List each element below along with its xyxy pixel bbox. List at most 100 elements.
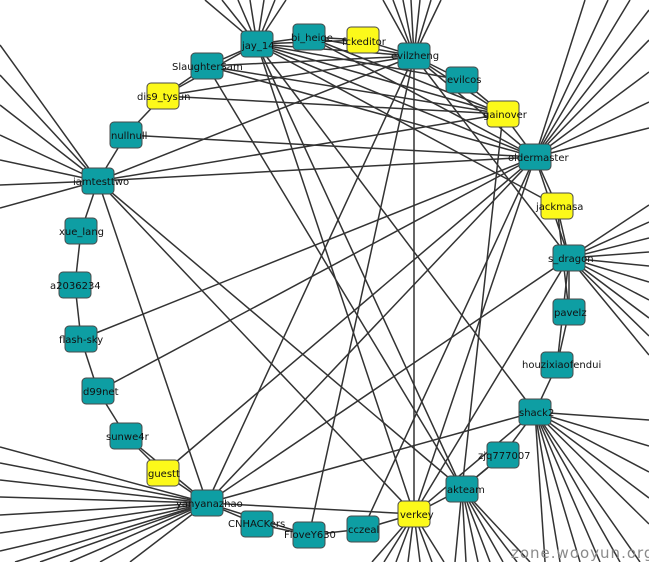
- node-label: verkey: [400, 510, 434, 521]
- node-shack2[interactable]: shack2: [518, 398, 554, 426]
- edge-oldermaster-external: [534, 39, 649, 158]
- node-box[interactable]: [109, 422, 143, 450]
- node-box[interactable]: [518, 398, 552, 426]
- node-box[interactable]: [64, 217, 98, 245]
- node-houzixiaofendui[interactable]: houzixiaofendui: [522, 351, 601, 379]
- node-box[interactable]: [58, 271, 92, 299]
- node-box[interactable]: [445, 66, 479, 94]
- node-gainover[interactable]: gainover: [483, 100, 528, 128]
- node-box[interactable]: [540, 351, 574, 379]
- node-CNHACKers[interactable]: CNHACKers: [228, 510, 285, 538]
- edge-yanyanazhao-external: [0, 446, 208, 504]
- edge-shack2-external: [534, 411, 561, 562]
- node-box[interactable]: [292, 521, 326, 549]
- edge-iamtesttwo-gainover: [97, 113, 504, 182]
- node-label: zjq777007: [478, 451, 531, 462]
- node-oldermaster[interactable]: oldermaster: [508, 143, 569, 171]
- node-box[interactable]: [445, 475, 479, 503]
- node-fckeditor[interactable]: fckeditor: [342, 26, 387, 54]
- edge-SlaughterSam-akteam: [206, 65, 463, 490]
- edge-yanyanazhao-external: [69, 502, 208, 562]
- node-label: a2036234: [50, 281, 101, 292]
- node-label: sunwe4r: [106, 432, 150, 443]
- edge-oldermaster-external: [534, 0, 631, 158]
- node-box[interactable]: [292, 23, 326, 51]
- edge-evilzheng-yanyanazhao: [206, 55, 415, 504]
- node-box[interactable]: [109, 121, 143, 149]
- node-label: jackmasa: [535, 202, 583, 213]
- edge-yanyanazhao-external: [0, 502, 208, 534]
- node-evilcos[interactable]: evilcos: [445, 66, 481, 94]
- node-box[interactable]: [486, 100, 520, 128]
- edge-SlaughterSam-oldermaster: [206, 65, 536, 158]
- node-jackmasa[interactable]: jackmasa: [535, 192, 583, 220]
- edge-yanyanazhao-external: [99, 502, 208, 562]
- node-verkey[interactable]: verkey: [397, 500, 434, 528]
- edge-bi_heige-gainover: [308, 36, 504, 115]
- edge-oldermaster-d99net: [97, 156, 536, 392]
- node-sunwear[interactable]: sunwe4r: [106, 422, 150, 450]
- edge-shack2-external: [534, 411, 546, 562]
- node-box[interactable]: [486, 441, 520, 469]
- edge-shack2-external: [534, 411, 649, 499]
- node-box[interactable]: [146, 459, 180, 487]
- edge-jay_14-shack2: [256, 43, 536, 413]
- edge-evilzheng-iamtesttwo: [97, 55, 415, 182]
- node-box[interactable]: [64, 325, 98, 353]
- node-box[interactable]: [81, 167, 115, 195]
- node-label: gainover: [483, 110, 528, 121]
- node-label: d99net: [83, 387, 119, 398]
- edge-nullnull-oldermaster: [125, 134, 536, 158]
- edge-jay_14-oldermaster: [256, 43, 536, 158]
- node-box[interactable]: [397, 42, 431, 70]
- edge-iamtesttwo-external: [0, 74, 99, 182]
- node-box[interactable]: [240, 510, 274, 538]
- node-box[interactable]: [240, 30, 274, 58]
- edge-oldermaster-external: [534, 127, 649, 158]
- node-jay_14[interactable]: jay_14: [240, 30, 275, 58]
- node-box[interactable]: [190, 52, 224, 80]
- node-nullnull[interactable]: nullnull: [109, 121, 147, 149]
- node-SlaughterSam[interactable]: SlaughterSam: [172, 52, 243, 80]
- node-s_dragon[interactable]: s_dragon: [548, 244, 594, 272]
- node-FloveY630[interactable]: FloveY630: [284, 521, 336, 549]
- node-cczeal[interactable]: cczeal: [346, 515, 380, 543]
- node-box[interactable]: [346, 515, 380, 543]
- node-bi_heige[interactable]: bi_heige: [291, 23, 333, 51]
- node-label: FloveY630: [284, 530, 336, 541]
- node-box[interactable]: [540, 192, 574, 220]
- node-dis9_tysun[interactable]: dis9_tysun: [137, 82, 190, 110]
- node-d99net[interactable]: d99net: [81, 377, 119, 405]
- edge-oldermaster-external: [534, 101, 649, 158]
- node-flash_sky[interactable]: flash-sky: [59, 325, 103, 353]
- edge-oldermaster-external: [534, 71, 649, 158]
- edges: [74, 36, 570, 536]
- edge-yanyanazhao-external: [0, 496, 208, 504]
- edge-yanyanazhao-external: [39, 502, 208, 562]
- node-a2036234[interactable]: a2036234: [50, 271, 101, 299]
- node-box[interactable]: [190, 489, 224, 517]
- node-label: cczeal: [348, 525, 379, 536]
- edge-shack2-external: [534, 411, 649, 447]
- node-label: nullnull: [111, 131, 147, 142]
- node-box[interactable]: [146, 82, 180, 110]
- node-yanyanazhao[interactable]: yanyanazhao: [176, 489, 243, 517]
- node-evilzheng[interactable]: evilzheng: [391, 42, 439, 70]
- node-xue_lang[interactable]: xue_lang: [59, 217, 104, 245]
- node-label: evilzheng: [391, 51, 439, 62]
- node-box[interactable]: [552, 298, 586, 326]
- node-box[interactable]: [81, 377, 115, 405]
- node-iamtesttwo[interactable]: iamtesttwo: [73, 167, 129, 195]
- node-akteam[interactable]: akteam: [445, 475, 485, 503]
- edge-shack2-external: [534, 411, 649, 421]
- node-box[interactable]: [397, 500, 431, 528]
- node-box[interactable]: [518, 143, 552, 171]
- node-guestt[interactable]: guestt: [146, 459, 180, 487]
- node-pavelz[interactable]: pavelz: [552, 298, 587, 326]
- node-zjq777007[interactable]: zjq777007: [478, 441, 531, 469]
- edge-evilzheng-dis9_tysun: [162, 55, 415, 97]
- node-label: dis9_tysun: [137, 92, 190, 103]
- node-box[interactable]: [552, 244, 586, 272]
- node-box[interactable]: [346, 26, 380, 54]
- edge-shack2-external: [534, 411, 641, 562]
